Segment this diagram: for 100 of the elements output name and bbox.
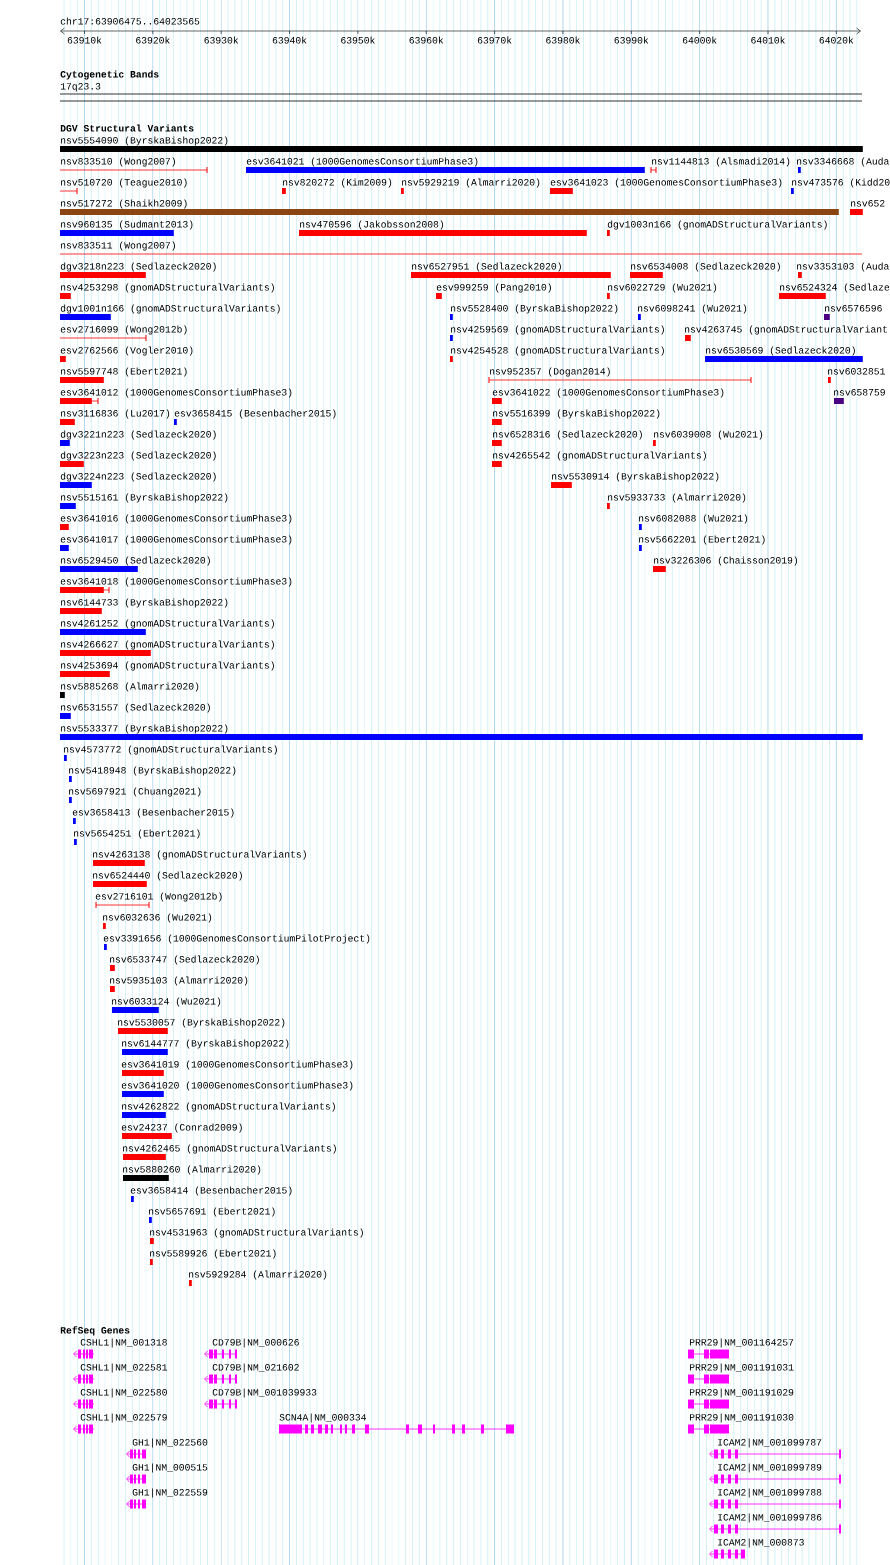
variant-label: nsv5929219 (Almarri2020) — [402, 178, 540, 188]
variant-label: nsv6033124 (Wu2021) — [112, 997, 221, 1007]
gene-label: CSHL1|NM_022579 — [80, 1413, 167, 1423]
gene-label: CD79B|NM_001039933 — [212, 1388, 317, 1398]
variant-label: nsv4573772 (gnomADStructuralVariants) — [64, 745, 277, 755]
tick-label: 63950k — [341, 36, 375, 44]
variant-label: nsv4266627 (gnomADStructuralVariants) — [61, 640, 274, 650]
track-heading: RefSeq Genes — [60, 1326, 130, 1336]
variant-label: nsv6530569 (Sedlazeck2020) — [706, 346, 855, 356]
variant-label: nsv833510 (Wong2007) — [61, 157, 175, 167]
variant-label: nsv5528400 (ByrskaBishop2022) — [451, 304, 618, 314]
gene-label: CSHL1|NM_022580 — [80, 1388, 167, 1398]
variant-label: nsv5530914 (ByrskaBishop2022) — [552, 472, 719, 482]
variant-label: nsv4254528 (gnomADStructuralVariants) — [451, 346, 664, 356]
variant-label: nsv4261252 (gnomADStructuralVariants) — [61, 619, 274, 629]
variant-label: nsv833511 (Wong2007) — [61, 241, 175, 251]
tick-label: 64020k — [819, 36, 854, 44]
gene-label: ICAM2|NM_001099789 — [718, 1463, 822, 1473]
variant-label: nsv6032636 (Wu2021) — [103, 913, 212, 923]
tick-label: 63960k — [409, 36, 444, 44]
tick-label: 63990k — [614, 36, 649, 44]
variant-label: nsv5418948 (ByrskaBishop2022) — [69, 766, 236, 776]
variant-label: dgv1003n166 (gnomADStructuralVariants) — [607, 220, 827, 230]
variant-label: nsv3116836 (Lu2017) — [61, 409, 170, 419]
variant-label: esv24237 (Conrad2009) — [121, 1123, 242, 1133]
track-heading: DGV Structural Variants — [60, 124, 194, 132]
variant-label: nsv5597748 (Ebert2021) — [61, 367, 187, 377]
variant-label: nsv5880260 (Almarri2020) — [123, 1165, 261, 1175]
gene-label: CSHL1|NM_022581 — [80, 1363, 168, 1373]
gene-label: ICAM2|NM_000873 — [718, 1538, 804, 1548]
variant-label: dgv3224n223 (Sedlazeck2020) — [60, 472, 216, 482]
variant-label: esv3658413 (Besenbacher2015) — [72, 808, 234, 818]
tick-label: 63920k — [136, 36, 170, 44]
variant-label: nsv5935103 (Almarri2020) — [110, 976, 248, 986]
variant-label: nsv5697921 (Chuang2021) — [69, 787, 201, 797]
variant-label: nsv6144777 (ByrskaBishop2022) — [122, 1039, 289, 1049]
variant-label: esv3641018 (1000GenomesConsortiumPhase3) — [60, 577, 292, 587]
variant-label: esv3658415 (Besenbacher2015) — [174, 409, 336, 419]
variant-label: nsv6528316 (Sedlazeck2020) — [493, 430, 642, 440]
variant-label: nsv658759 — [834, 389, 885, 396]
gene-label: GH1|NM_022560 — [132, 1438, 208, 1448]
variant-label: nsv652 — [851, 200, 885, 207]
variant-label: nsv5589926 (Ebert2021) — [150, 1249, 276, 1259]
variant-label: dgv3221n223 (Sedlazeck2020) — [60, 430, 216, 440]
variant-label: esv3641020 (1000GenomesConsortiumPhase3) — [121, 1081, 353, 1091]
variant-label: nsv6534008 (Sedlazeck2020) — [631, 262, 780, 272]
gene-label: GH1|NM_022559 — [132, 1488, 208, 1498]
variant-label: nsv6144733 (ByrskaBishop2022) — [61, 598, 228, 608]
variant-label: nsv470596 (Jakobsson2008) — [300, 220, 444, 230]
gene-label: CD79B|NM_000626 — [212, 1338, 299, 1348]
variant-label: nsv6533747 (Sedlazeck2020) — [110, 955, 259, 965]
gene-label: PRR29|NM_001191029 — [689, 1388, 794, 1398]
variant-label: esv3658414 (Besenbacher2015) — [130, 1186, 292, 1196]
variant-label: nsv4262822 (gnomADStructuralVariants) — [122, 1102, 335, 1112]
variant-label: nsv4253298 (gnomADStructuralVariants) — [61, 283, 274, 293]
variant-label: nsv6039008 (Wu2021) — [654, 430, 763, 440]
gene-label: PRR29|NM_001191031 — [689, 1363, 794, 1373]
variant-label: nsv5929284 (Almarri2020) — [189, 1270, 327, 1280]
variant-label: nsv1144813 (Alsmadi2014) — [652, 157, 790, 167]
variant-label: nsv6527951 (Sedlazeck2020) — [412, 262, 561, 272]
variant-label: nsv517272 (Shaikh2009) — [61, 199, 187, 209]
variant-label: nsv3353103 (Auda — [797, 262, 889, 272]
variant-label: nsv5533377 (ByrskaBishop2022) — [61, 724, 228, 734]
gene-label: GH1|NM_000515 — [132, 1463, 208, 1473]
coordinate-label: chr17:63906475..64023565 — [60, 17, 200, 25]
variant-label: nsv5885268 (Almarri2020) — [61, 682, 199, 692]
variant-label: esv3391656 (1000GenomesConsortiumPilotProject) — [103, 934, 370, 944]
band-label: 17q23.3 — [60, 83, 101, 92]
gene-label: ICAM2|NM_001099788 — [718, 1488, 822, 1498]
variant-label: esv999259 (Pang2010) — [436, 283, 551, 293]
variant-label: nsv4263138 (gnomADStructuralVariants) — [93, 850, 306, 860]
variant-label: nsv5654251 (Ebert2021) — [74, 829, 200, 839]
variant-label: nsv4253694 (gnomADStructuralVariants) — [61, 661, 274, 671]
variant-label: nsv6098241 (Wu2021) — [638, 304, 747, 314]
variant-label: nsv6032851 — [828, 368, 885, 375]
gene-label: ICAM2|NM_001099787 — [718, 1438, 822, 1448]
variant-label: nsv960135 (Sudmant2013) — [61, 220, 193, 230]
variant-label: nsv5657691 (Ebert2021) — [149, 1207, 275, 1217]
variant-label: nsv473576 (Kidd20 — [792, 178, 890, 188]
variant-label: nsv3346668 (Auda — [797, 157, 889, 167]
variant-label: dgv3218n223 (Sedlazeck2020) — [60, 262, 216, 272]
gene-label: CD79B|NM_021602 — [212, 1363, 299, 1373]
variant-label: nsv6524324 (Sedlaze — [780, 283, 890, 293]
variant-label: nsv5554090 (ByrskaBishop2022) — [61, 136, 228, 146]
variant-label: nsv5530057 (ByrskaBishop2022) — [118, 1018, 285, 1028]
gene-label: PRR29|NM_001164257 — [689, 1338, 794, 1348]
gene-label: SCN4A|NM_000334 — [279, 1413, 366, 1423]
tick-label: 63910k — [67, 36, 102, 44]
track-heading: Cytogenetic Bands — [60, 70, 159, 80]
variant-label: nsv6529450 (Sedlazeck2020) — [61, 556, 210, 566]
gene-label: CSHL1|NM_001318 — [80, 1338, 167, 1348]
variant-label: nsv5933733 (Almarri2020) — [608, 493, 746, 503]
tick-label: 64010k — [751, 36, 785, 44]
variant-label: nsv4531963 (gnomADStructuralVariants) — [150, 1228, 363, 1238]
variant-label: esv3641021 (1000GenomesConsortiumPhase3) — [246, 157, 478, 167]
tick-label: 63970k — [477, 36, 512, 44]
variant-label: esv3641019 (1000GenomesConsortiumPhase3) — [121, 1060, 353, 1070]
variant-label: esv2716099 (Wong2012b) — [60, 325, 187, 335]
tick-label: 63930k — [204, 36, 239, 44]
tick-label: 63980k — [546, 36, 580, 44]
